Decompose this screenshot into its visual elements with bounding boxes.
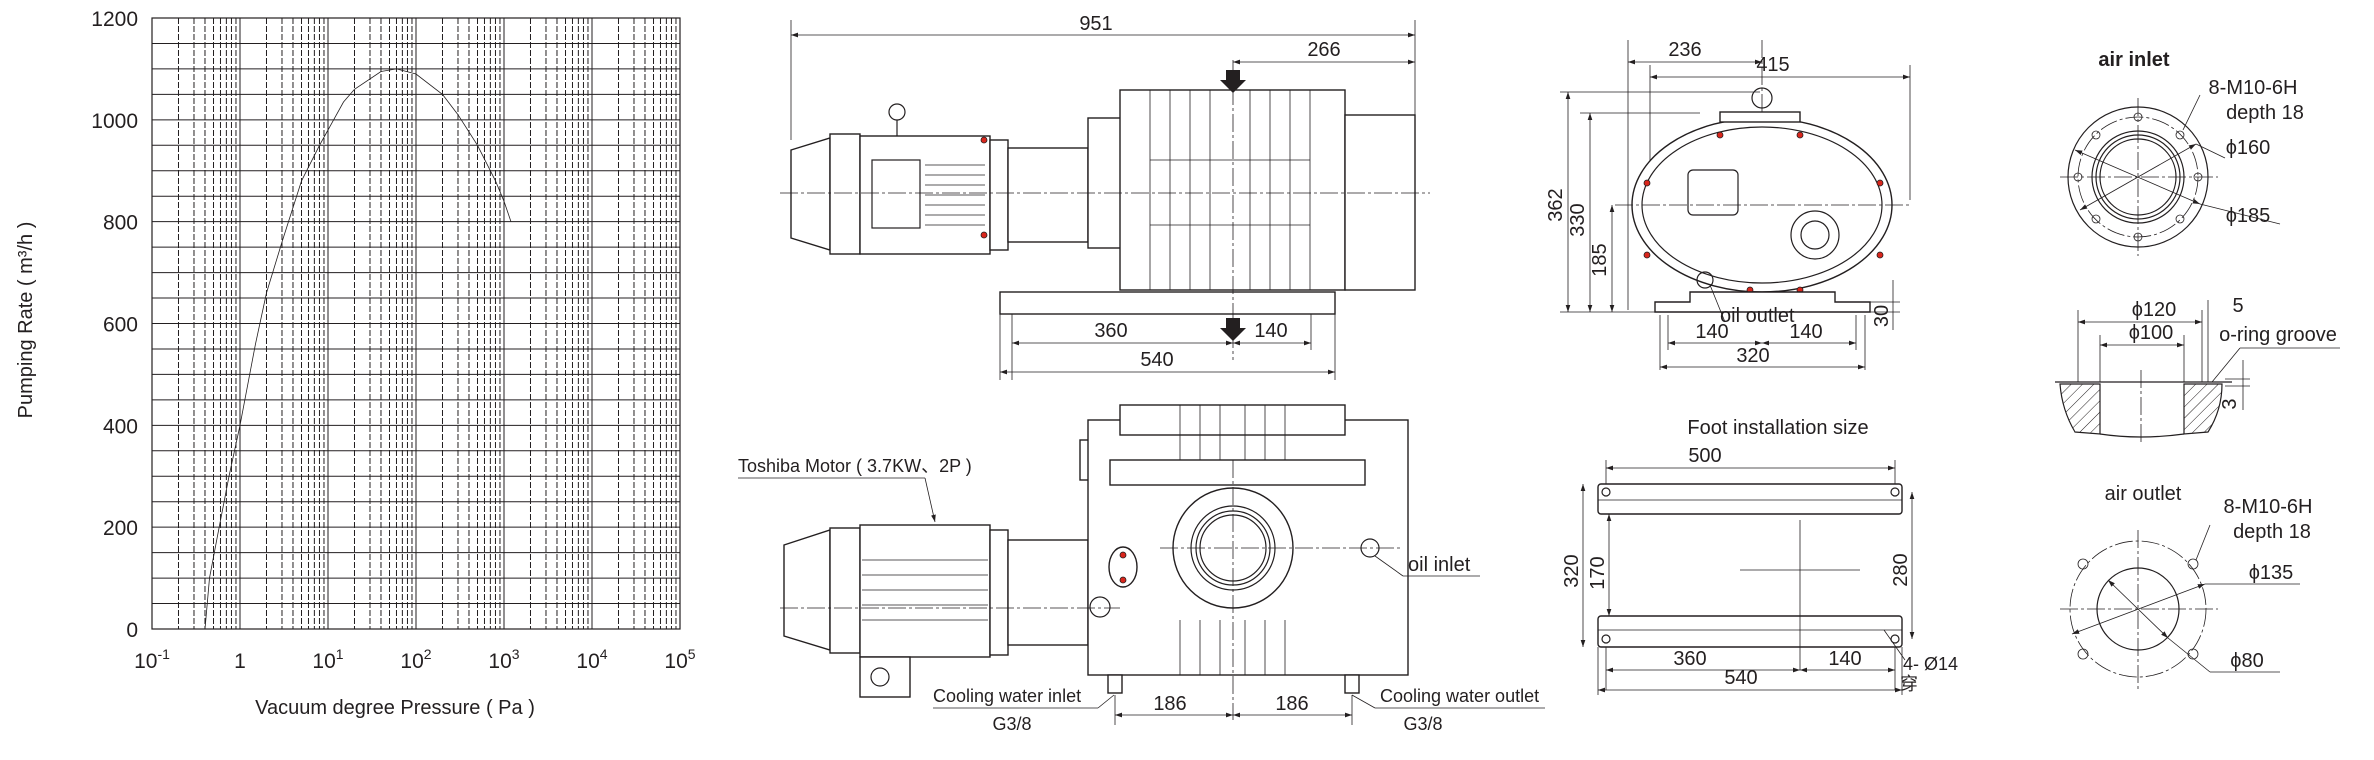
dim-360-foot: 360: [1673, 648, 1706, 670]
y-tick-label: 600: [103, 314, 138, 337]
dim-330: 330: [1567, 203, 1589, 236]
air-outlet-flange-drawing: air outlet 8-M10-6H depth 18 ϕ135 ϕ80: [2060, 483, 2312, 690]
cooling-water-inlet-label: Cooling water inlet: [933, 686, 1081, 706]
x-tick-label: 102: [400, 646, 431, 673]
dim-140-foot: 140: [1828, 648, 1861, 670]
foot-rail-top: [1597, 483, 1903, 515]
dim-951: 951: [1079, 13, 1112, 35]
x-tick-label: 103: [488, 646, 519, 673]
cooling-water-outlet-thread: G3/8: [1403, 714, 1442, 734]
x-tick-exponent: 2: [424, 646, 432, 662]
groove-d100: ϕ100: [2129, 322, 2174, 344]
dim-360: 360: [1094, 320, 1127, 342]
air-outlet-thread: 8-M10-6H: [2224, 496, 2313, 518]
cooling-water-inlet-thread: G3/8: [992, 714, 1031, 734]
y-tick-labels: 0 200 400 600 800 1000 1200: [91, 8, 138, 642]
air-inlet-d160: ϕ160: [2226, 137, 2271, 159]
plot-frame: [151, 17, 681, 630]
air-inlet-thread: 8-M10-6H: [2209, 77, 2298, 99]
x-tick-label: 10-1: [134, 646, 170, 673]
dim-540-foot: 540: [1724, 667, 1757, 689]
x-tick-exponent: -1: [157, 646, 170, 662]
y-axis-title: Pumping Rate ( m³/h ): [15, 222, 37, 419]
x-tick-exponent: 1: [336, 646, 344, 662]
groove-d120: ϕ120: [2132, 299, 2177, 321]
pump-body: [1119, 89, 1346, 291]
groove-depth-3: 3: [2219, 398, 2241, 409]
y-tick-label: 800: [103, 212, 138, 235]
foot-installation-title: Foot installation size: [1687, 417, 1868, 439]
x-tick-label: 1: [234, 650, 246, 673]
hole-note: 4- Ø14: [1903, 654, 1958, 674]
dim-362: 362: [1545, 188, 1567, 221]
hole-note-through: 穿: [1900, 674, 1918, 694]
pumping-rate-curve: [204, 68, 512, 630]
air-inlet-title: air inlet: [2098, 49, 2169, 71]
dim-320: 320: [1736, 345, 1769, 367]
dim-30: 30: [1871, 305, 1893, 327]
lifting-eye: [1751, 87, 1773, 109]
inlet-arrow-icon: [1220, 70, 1246, 93]
dim-320-foot: 320: [1561, 554, 1583, 587]
dim-170: 170: [1587, 556, 1609, 589]
dim-266: 266: [1307, 39, 1340, 61]
dim-186-right: 186: [1275, 693, 1308, 715]
y-tick-label: 0: [126, 619, 138, 642]
cooling-water-outlet-label: Cooling water outlet: [1380, 686, 1539, 706]
side-view-drawing: 951 266: [780, 13, 1430, 380]
motor-body-top: [859, 524, 991, 658]
y-tick-label: 400: [103, 415, 138, 438]
x-tick-exponent: 5: [688, 646, 696, 662]
base-frame: [999, 291, 1336, 315]
outlet-arrow-icon: [1220, 318, 1246, 341]
groove-width-5: 5: [2232, 295, 2243, 317]
x-tick-label: 104: [576, 646, 607, 673]
dim-236: 236: [1668, 39, 1701, 61]
y-tick-label: 1200: [91, 8, 138, 31]
air-outlet-d80: ϕ80: [2230, 650, 2263, 672]
y-tick-label: 200: [103, 517, 138, 540]
x-tick-exponent: 3: [512, 646, 520, 662]
dim-415: 415: [1756, 54, 1789, 76]
o-ring-groove-section: ϕ120 5 ϕ100 o-ring groove 3: [2055, 295, 2340, 445]
o-ring-groove-label: o-ring groove: [2219, 324, 2337, 346]
air-outlet-d135: ϕ135: [2249, 562, 2294, 584]
dim-140: 140: [1254, 320, 1287, 342]
motor-label: Toshiba Motor ( 3.7KW、2P ): [738, 456, 972, 476]
dim-186-left: 186: [1153, 693, 1186, 715]
air-outlet-depth: depth 18: [2233, 521, 2311, 543]
chart-grid: [152, 18, 680, 629]
air-inlet-flange-drawing: air inlet 8-M10-6H depth 18 ϕ160 ϕ185: [2060, 49, 2304, 256]
top-view-drawing: Toshiba Motor ( 3.7KW、2P ) oil inlet Coo…: [738, 404, 1545, 734]
dim-140-right: 140: [1789, 321, 1822, 343]
x-axis-title: Vacuum degree Pressure ( Pa ): [255, 697, 535, 719]
dim-500: 500: [1688, 445, 1721, 467]
x-tick-exponent: 4: [600, 646, 608, 662]
dim-540: 540: [1140, 349, 1173, 371]
x-tick-label: 101: [312, 646, 343, 673]
foot-rail-bottom: [1597, 615, 1903, 648]
dim-280: 280: [1890, 553, 1912, 586]
air-inlet-depth: depth 18: [2226, 102, 2304, 124]
x-tick-label: 105: [664, 646, 695, 673]
oil-inlet-label: oil inlet: [1408, 554, 1471, 576]
foot-installation-drawing: Foot installation size 500 320 170 280 3…: [1561, 417, 1958, 695]
oil-outlet-label: oil outlet: [1720, 305, 1795, 327]
air-inlet-d185: ϕ185: [2226, 205, 2271, 227]
front-view-drawing: 236 415 362 330 185 30 oil outlet: [1545, 39, 1911, 370]
dim-140-left: 140: [1695, 321, 1728, 343]
dim-185: 185: [1589, 243, 1611, 276]
air-outlet-title: air outlet: [2105, 483, 2182, 505]
y-tick-label: 1000: [91, 110, 138, 133]
